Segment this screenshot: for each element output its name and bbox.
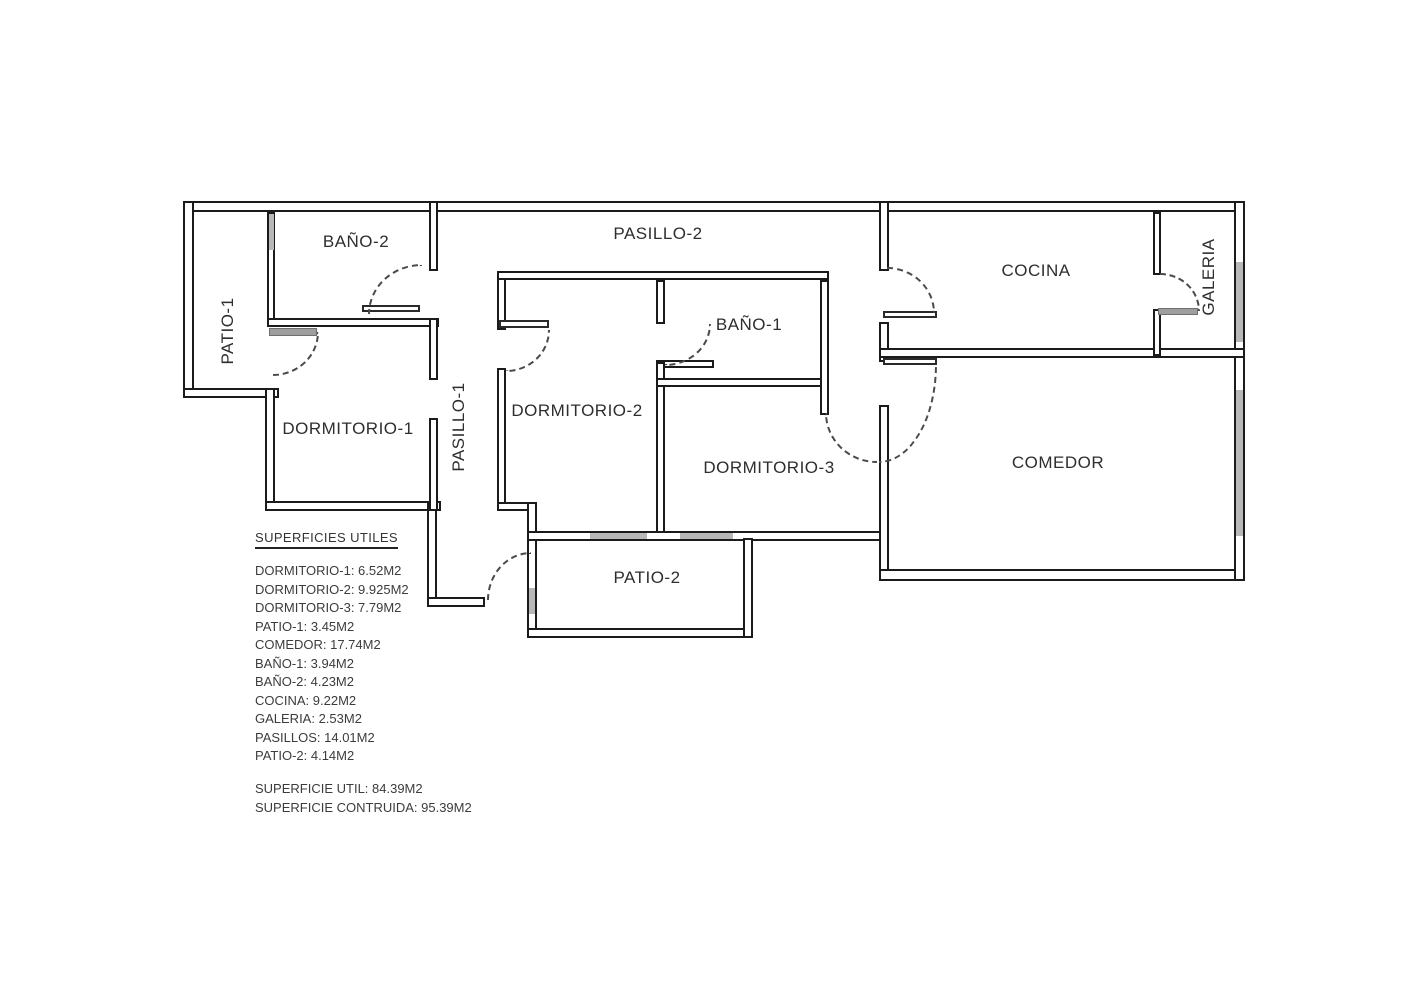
wall: [879, 348, 1245, 358]
wall: [429, 201, 438, 271]
legend-item: DORMITORIO-3: 7.79M2: [255, 600, 402, 615]
room-label-galeria: GALERIA: [1199, 238, 1218, 316]
wall: [183, 388, 279, 398]
door-leaf: [499, 320, 549, 328]
legend-item: BAÑO-1: 3.94M2: [255, 655, 354, 671]
legend-item: COCINA: 9.22M2: [255, 692, 357, 708]
wall: [267, 318, 439, 327]
wall: [656, 280, 665, 324]
legend-item: GALERIA: 2.53M2: [255, 711, 362, 726]
door-leaf: [883, 358, 937, 365]
wall: [183, 201, 194, 398]
legend-total-util: SUPERFICIE UTIL: 84.39M2: [255, 780, 423, 796]
door-swing-arc: [879, 365, 937, 463]
legend-item: BAÑO-2: 4.23M2: [255, 674, 354, 689]
room-label-pasillo-2: PASILLO-2: [613, 224, 703, 243]
wall: [879, 569, 1245, 581]
legend-item: PATIO-1: 3.45M2: [255, 618, 355, 634]
window: [269, 214, 274, 250]
legend-item: DORMITORIO-1: 6.52M2: [255, 563, 402, 578]
areas-legend: SUPERFICIES UTILES DORMITORIO-1: 6.52M2 …: [255, 530, 472, 817]
window: [1236, 390, 1243, 536]
wall: [429, 418, 438, 511]
legend-item: DORMITORIO-2: 9.925M2: [255, 581, 409, 597]
room-label-pasillo-1: PASILLO-1: [449, 382, 468, 472]
legend-item: COMEDOR: 17.74M2: [255, 637, 381, 652]
legend-item: PATIO-2: 4.14M2: [255, 748, 355, 763]
wall: [743, 538, 753, 638]
room-label-dormitorio-3: DORMITORIO-3: [703, 458, 835, 477]
wall: [820, 280, 829, 415]
room-label-patio-2: PATIO-2: [613, 568, 681, 587]
door-swing-arc: [273, 332, 319, 376]
wall: [656, 362, 665, 538]
door-swing-arc: [506, 330, 550, 372]
room-label-dormitorio-1: DORMITORIO-1: [282, 419, 414, 438]
legend-total-contruida: SUPERFICIE CONTRUIDA: 95.39M2: [255, 799, 472, 815]
wall: [497, 368, 506, 510]
room-label-bano-1: BAÑO-1: [715, 315, 783, 334]
wall: [879, 201, 889, 271]
legend-title: SUPERFICIES UTILES: [255, 530, 399, 549]
wall: [427, 597, 485, 607]
wall: [1153, 212, 1161, 275]
wall: [265, 501, 441, 511]
room-label-bano-2: BAÑO-2: [322, 232, 390, 251]
wall: [497, 271, 829, 280]
window: [590, 533, 647, 539]
wall: [265, 388, 275, 511]
room-label-comedor: COMEDOR: [1011, 453, 1105, 472]
door-swing-arc: [368, 264, 422, 314]
wall: [656, 378, 828, 387]
wall: [1153, 309, 1161, 356]
room-label-dormitorio-2: DORMITORIO-2: [511, 401, 643, 420]
legend-item: PASILLOS: 14.01M2: [255, 729, 375, 745]
door-swing-arc: [1160, 273, 1200, 311]
room-label-patio-1: PATIO-1: [218, 297, 237, 365]
window: [680, 533, 733, 539]
window: [529, 588, 535, 614]
door-swing-arc: [487, 552, 531, 600]
legend-totals: SUPERFICIE UTIL: 84.39M2 SUPERFICIE CONT…: [255, 779, 472, 817]
door-swing-arc: [887, 267, 935, 313]
wall: [183, 201, 1245, 212]
wall: [527, 628, 753, 638]
wall: [429, 318, 438, 380]
door-swing-arc: [825, 413, 877, 463]
window: [1236, 262, 1243, 342]
room-label-cocina: COCINA: [1001, 261, 1071, 280]
